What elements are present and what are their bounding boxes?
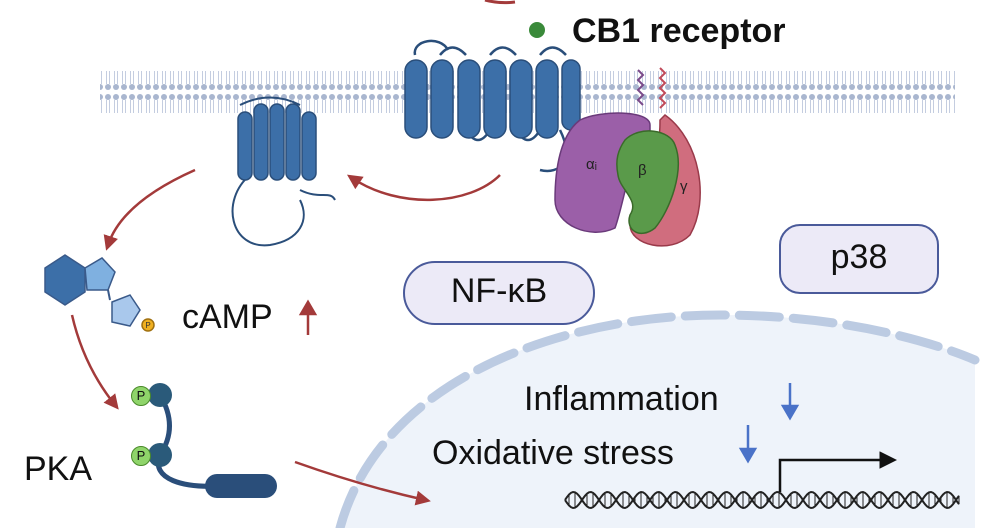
- up-arrow: [298, 299, 318, 335]
- signal-arrows: [70, 168, 501, 506]
- pka-label: PKA: [24, 450, 93, 488]
- dna-helix: [564, 490, 960, 510]
- pka-enzyme: [148, 383, 277, 498]
- camp-label: cAMP: [182, 298, 273, 336]
- phospho-label-2: P: [131, 446, 151, 466]
- alpha-subunit-label: αᵢ: [586, 156, 598, 173]
- arrow-receptor-to-cyclase: [347, 174, 501, 201]
- svg-text:P: P: [145, 321, 150, 330]
- nfkb-pill-shape: [403, 261, 595, 325]
- ligand-dot: [529, 22, 545, 38]
- nucleus: [335, 310, 980, 528]
- arrow-camp-to-pka: [70, 314, 119, 410]
- adenylyl-cyclase: [231, 96, 336, 247]
- arrow-pka-to-nucleus: [294, 460, 431, 506]
- nfkb-label: NF-κB: [450, 272, 548, 310]
- oxidative-stress-label: Oxidative stress: [432, 434, 674, 472]
- g-protein: [554, 67, 701, 247]
- gamma-subunit-label: γ: [680, 178, 688, 195]
- down-arrows: [738, 383, 800, 464]
- beta-subunit-label: β: [638, 162, 647, 179]
- camp-molecule: P: [44, 254, 155, 332]
- beta-subunit: [616, 130, 679, 234]
- p38-pill-shape: [779, 224, 939, 294]
- arrow-cyclase-to-camp: [103, 168, 196, 251]
- transcription-start-arrow: [778, 451, 897, 492]
- cb1-receptor: [404, 39, 581, 173]
- phospho-label-1: P: [131, 386, 151, 406]
- inflammation-label: Inflammation: [524, 380, 719, 418]
- p38-label: p38: [830, 238, 888, 276]
- cb1-receptor-label: CB1 receptor: [572, 12, 786, 50]
- incoming-arrow: [484, 0, 516, 5]
